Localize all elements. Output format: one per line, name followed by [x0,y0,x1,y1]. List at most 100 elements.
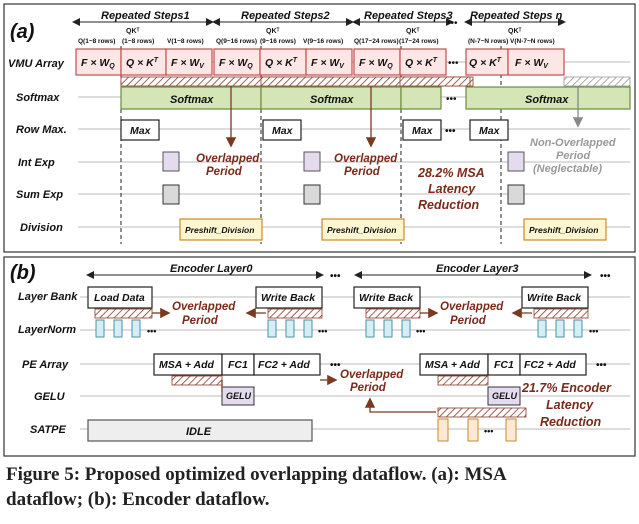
svg-text:Q × KT: Q × KT [126,57,159,69]
overlap-hatch [399,76,471,87]
panel-a-label: (a) [10,21,35,43]
sub-label: (N-7~N rows) [468,38,508,45]
row-label-pearray: PE Array [22,359,69,371]
max-box [402,119,442,141]
overlap-hatch [94,308,153,319]
preshift-box [321,218,405,241]
overlapped-label: Period [350,382,387,394]
msa-add-label: MSA + Add [159,359,215,371]
overlap-hatch [267,308,323,319]
layernorm-ellipsis: ••• [318,326,327,336]
caption-line-1: Figure 5: Proposed optimized overlapping… [6,464,507,485]
vmu-ellipsis: ••• [448,58,459,69]
preshift-box [179,218,263,241]
softmax-label: Softmax [310,94,354,106]
gelu-box [487,386,521,406]
sub-label: V(1~8 rows) [167,38,204,45]
top-ellipsis: ••• [447,18,458,29]
row-label-gelu: GELU [34,391,66,403]
idle-bar [87,419,313,442]
svg-text:F × WQ: F × WQ [359,57,393,70]
sum-exp-box [162,184,180,205]
vmu-box [399,48,447,76]
vmu-box [305,48,353,76]
layernorm-block [573,319,583,338]
row-label-sumexp: Sum Exp [16,189,63,201]
load-data-label: Load Data [94,292,145,304]
softmax-ellipsis: ••• [446,94,457,105]
overlapped-label: Overlapped [340,369,404,381]
svg-text:F × WV: F × WV [515,57,549,70]
max-label: Max [272,125,294,137]
panel-a: (a) Repeated Steps1 Repeated Steps2 Repe… [3,3,636,253]
write-back-box [353,286,421,309]
overlapped-label: Overlapped [334,153,398,165]
sum-exp-box [303,184,321,205]
dataflow-diagram: (a) Repeated Steps1 Repeated Steps2 Repe… [3,3,636,457]
layernorm-block [401,319,411,338]
pe-ellipsis: ••• [330,360,341,371]
step-label-3: Repeated Steps3 [364,10,453,22]
int-exp-box [162,151,180,172]
layernorm-block [95,319,105,338]
layernorm-block [555,319,565,338]
load-data-box [87,286,153,309]
overlapped-label: Period [450,315,487,327]
int-exp-box [507,151,525,172]
overlapped-label: Overlapped [196,153,260,165]
sub-label: (9~16 rows) [260,38,296,45]
figure-caption: Figure 5: Proposed optimized overlapping… [6,462,636,512]
row-label-vmu: VMU Array [8,58,65,70]
row-label-rowmax: Row Max. [16,124,67,136]
encoder-layer-label: Encoder Layer0 [170,263,253,275]
max-box [120,119,160,141]
int-exp-box [303,151,321,172]
pe-array-row: MSA + Add FC1 FC2 + Add MSA + Add FC1 FC… [153,353,587,376]
max-box [469,119,509,141]
layernorm-ellipsis: ••• [589,326,598,336]
preshift-label: Preshift_Division [327,225,396,235]
svg-text:Q × KT: Q × KT [405,57,438,69]
sub-label: Q(17~24 rows) [354,38,399,45]
preshift-label: Preshift_Division [185,225,254,235]
panel-b-label: (b) [10,262,36,284]
vmu-label: Q × KT [405,57,438,69]
layernorm-ellipsis: ••• [416,326,425,336]
vmu-box [75,48,122,76]
row-label-layernorm: LayerNorm [18,324,76,336]
encoder-reduction-text: Latency [546,398,594,412]
encoder-reduction-text: 21.7% Encoder [521,381,612,395]
overlap-hatch [437,407,527,418]
fc2-add-label: FC2 + Add [258,359,310,371]
satpe-ellipsis: ••• [484,426,493,436]
row-label-division: Division [20,222,63,234]
qkt-label: QKᵀ [266,28,280,35]
qkt-label: QKᵀ [406,28,420,35]
panel-a-frame [3,3,636,253]
overlapped-label: Period [344,166,381,178]
max-label: Max [130,125,152,137]
overlapped-label: Overlapped [172,301,236,313]
svg-text:F × WQ: F × WQ [81,57,115,70]
caption-line-2: dataflow; (b): Encoder dataflow. [6,489,270,510]
vmu-box [465,48,509,76]
non-overlapped-label: (Neglectable) [533,163,602,175]
svg-text:F × WV: F × WV [311,57,345,70]
overlap-hatch [533,308,589,319]
softmax-row: Softmax Softmax Softmax ••• [120,86,631,110]
vmu-label: F × WV [515,57,549,70]
layernorm-block [267,319,277,338]
softmax-bar [465,86,631,110]
vmu-label: F × WQ [359,57,393,70]
overlapped-label: Period [206,166,243,178]
max-box [262,119,302,141]
overlapped-label: Period [182,315,219,327]
layernorm-block [113,319,123,338]
pe-ellipsis: ••• [596,360,607,371]
row-label-intexp: Int Exp [18,157,55,169]
vmu-label: F × WV [311,57,345,70]
sub-label: Q(1~8 rows) [78,38,115,45]
sub-label: Q(9~16 rows) [216,38,257,45]
qkt-label: QKᵀ [126,28,140,35]
layer-bank-row: Load Data Write Back Write Back Write Ba… [87,286,589,309]
